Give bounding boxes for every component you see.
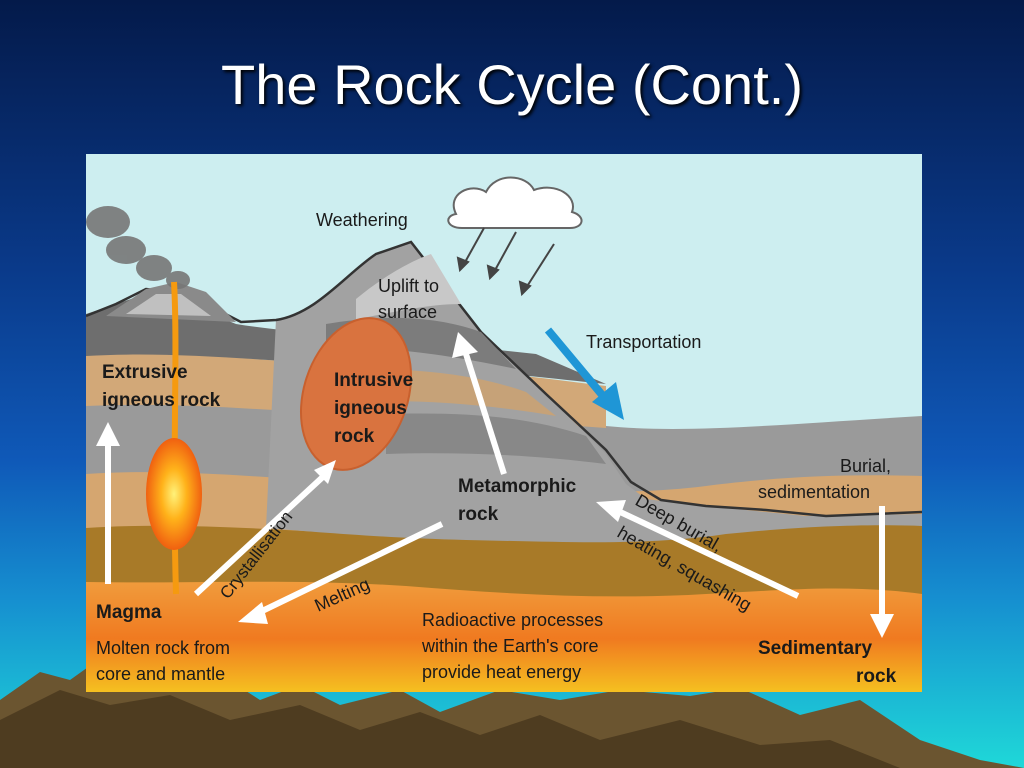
label-uplift-1: Uplift to xyxy=(378,276,439,296)
weathering-arrows xyxy=(456,227,555,297)
label-intrusive-1: Intrusive xyxy=(334,370,413,391)
label-uplift-2: surface xyxy=(378,302,437,322)
cloud-icon xyxy=(447,176,583,229)
volcano-smoke xyxy=(86,206,190,289)
slide-title: The Rock Cycle (Cont.) xyxy=(221,53,803,116)
label-weathering: Weathering xyxy=(316,210,408,230)
label-radio-2: within the Earth's core xyxy=(421,636,599,656)
label-intrusive-2: igneous xyxy=(334,398,407,419)
label-intrusive-3: rock xyxy=(334,426,375,447)
label-burial-2: sedimentation xyxy=(758,482,870,502)
transportation-arrow xyxy=(544,327,624,420)
label-burial-1: Burial, xyxy=(840,456,891,476)
rock-cycle-diagram: Weathering Uplift to surface Transportat… xyxy=(86,154,922,692)
hot-layer xyxy=(86,574,922,692)
label-magma: Magma xyxy=(96,602,162,623)
label-molten-2: core and mantle xyxy=(96,664,225,684)
label-radio-3: provide heat energy xyxy=(422,662,581,682)
label-metamorphic-1: Metamorphic xyxy=(458,476,577,497)
label-extrusive-1: Extrusive xyxy=(102,362,188,383)
label-molten-1: Molten rock from xyxy=(96,638,230,658)
label-extrusive-2: igneous rock xyxy=(102,390,221,411)
label-transportation: Transportation xyxy=(586,332,701,352)
label-metamorphic-2: rock xyxy=(458,504,499,525)
label-sedimentary-1: Sedimentary xyxy=(758,638,872,659)
process-arrows xyxy=(96,332,894,638)
label-sedimentary-2: rock xyxy=(856,666,897,687)
mountain xyxy=(266,242,922,543)
label-radio-1: Radioactive processes xyxy=(422,610,603,630)
magma-chamber xyxy=(146,438,202,550)
